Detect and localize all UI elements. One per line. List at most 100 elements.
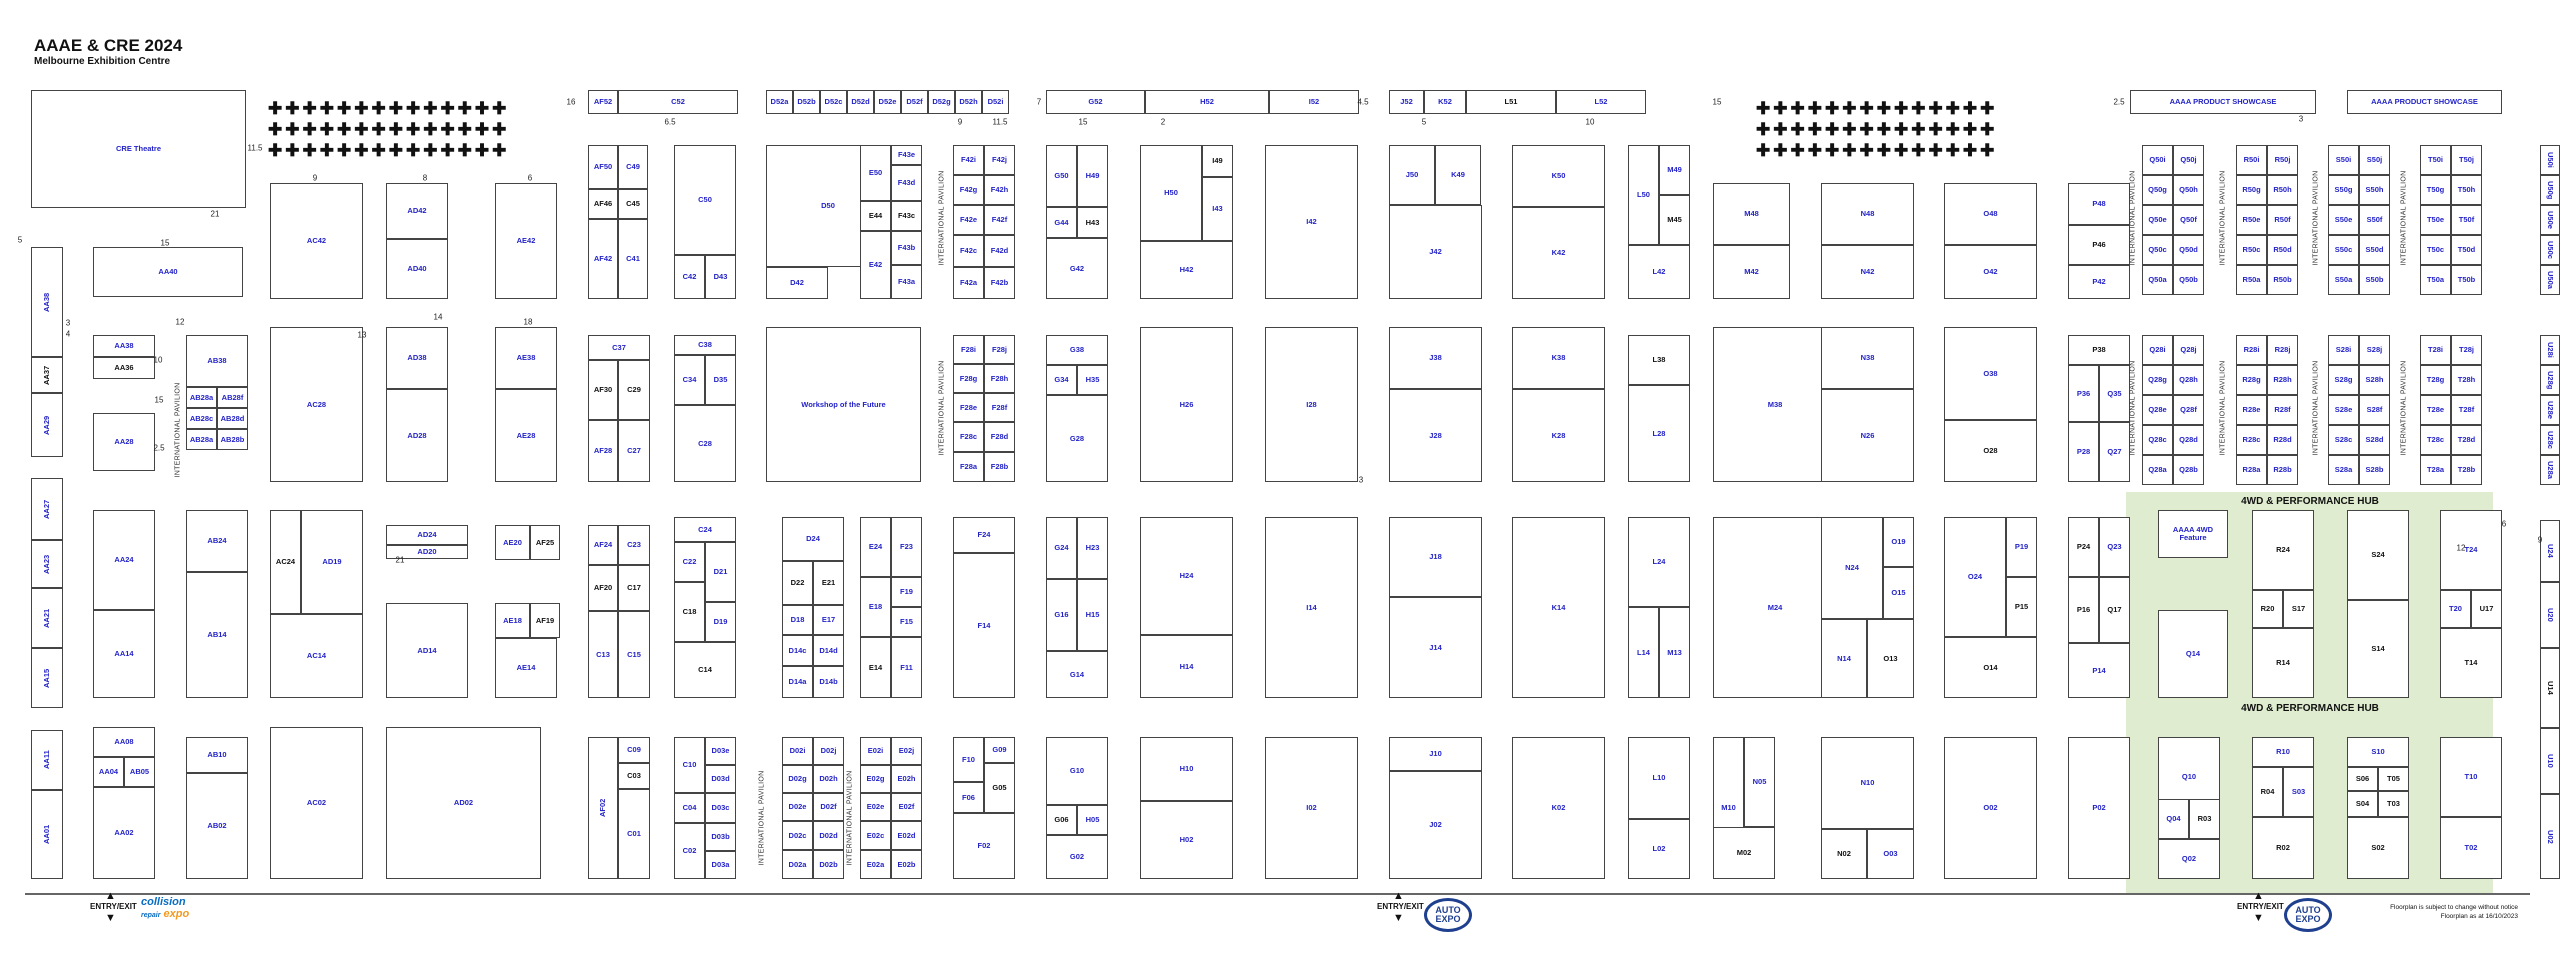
booth-n38[interactable]: N38 [1821, 327, 1914, 389]
booth-f11[interactable]: F11 [891, 637, 922, 698]
booth-aa11[interactable]: AA11 [31, 730, 63, 790]
booth-ab38[interactable]: AB38 [186, 335, 248, 387]
booth-f42j[interactable]: F42j [984, 145, 1015, 175]
booth-e02j[interactable]: E02j [891, 737, 922, 765]
booth-af46[interactable]: AF46 [588, 189, 618, 219]
booth-r03[interactable]: R03 [2189, 799, 2220, 839]
booth-ab28a[interactable]: AB28a [186, 429, 217, 450]
booth-aa36[interactable]: AA36 [93, 357, 155, 379]
booth-f42g[interactable]: F42g [953, 175, 984, 205]
booth-f02[interactable]: F02 [953, 813, 1015, 879]
booth-o48[interactable]: O48 [1944, 183, 2037, 245]
booth-q27[interactable]: Q27 [2099, 422, 2130, 482]
booth-j10[interactable]: J10 [1389, 737, 1482, 771]
booth-d22[interactable]: D22 [782, 561, 813, 605]
booth-aa27[interactable]: AA27 [31, 478, 63, 540]
booth-q28d[interactable]: Q28d [2173, 425, 2204, 455]
booth-c23[interactable]: C23 [618, 525, 650, 565]
booth-d52b[interactable]: D52b [793, 90, 820, 114]
entry-exit-label[interactable]: ENTRY/EXIT [90, 902, 137, 911]
booth-t28a[interactable]: T28a [2420, 455, 2451, 485]
booth-s06[interactable]: S06 [2347, 767, 2378, 791]
booth-t28j[interactable]: T28j [2451, 335, 2482, 365]
booth-o38[interactable]: O38 [1944, 327, 2037, 420]
booth-af30[interactable]: AF30 [588, 360, 618, 420]
booth-d03b[interactable]: D03b [705, 823, 736, 851]
booth-s24[interactable]: S24 [2347, 510, 2409, 600]
booth-d35[interactable]: D35 [705, 355, 736, 405]
booth-ab02[interactable]: AB02 [186, 773, 248, 879]
booth-g02[interactable]: G02 [1046, 835, 1108, 879]
booth-s50c[interactable]: S50c [2328, 235, 2359, 265]
booth-d52h[interactable]: D52h [955, 90, 982, 114]
booth-q50d[interactable]: Q50d [2173, 235, 2204, 265]
booth-k52[interactable]: K52 [1424, 90, 1466, 114]
booth-r50a[interactable]: R50a [2236, 265, 2267, 295]
booth-aaaa-4wd-feature[interactable]: AAAA 4WD Feature [2158, 510, 2228, 558]
booth-f28g[interactable]: F28g [953, 364, 984, 393]
booth-f43c[interactable]: F43c [891, 201, 922, 231]
booth-k38[interactable]: K38 [1512, 327, 1605, 389]
booth-r50h[interactable]: R50h [2267, 175, 2298, 205]
booth-ad40[interactable]: AD40 [386, 239, 448, 299]
booth-r28a[interactable]: R28a [2236, 455, 2267, 485]
booth-e02a[interactable]: E02a [860, 850, 891, 879]
booth-q28h[interactable]: Q28h [2173, 365, 2204, 395]
booth-t03[interactable]: T03 [2378, 791, 2409, 817]
booth-u28c[interactable]: U28c [2540, 425, 2560, 455]
booth-u50c[interactable]: U50c [2540, 235, 2560, 265]
booth-u50e[interactable]: U50e [2540, 205, 2560, 235]
booth-h05[interactable]: H05 [1077, 805, 1108, 835]
booth-t50c[interactable]: T50c [2420, 235, 2451, 265]
booth-ac14[interactable]: AC14 [270, 614, 363, 698]
booth-u28a[interactable]: U28a [2540, 455, 2560, 485]
booth-u28e[interactable]: U28e [2540, 395, 2560, 425]
booth-ad14[interactable]: AD14 [386, 603, 468, 698]
booth-g09[interactable]: G09 [984, 737, 1015, 763]
booth-ad28[interactable]: AD28 [386, 389, 448, 482]
entry-exit-label[interactable]: ENTRY/EXIT [2237, 902, 2284, 911]
booth-g38[interactable]: G38 [1046, 335, 1108, 365]
booth-r28e[interactable]: R28e [2236, 395, 2267, 425]
booth-n26[interactable]: N26 [1821, 389, 1914, 482]
booth-r28f[interactable]: R28f [2267, 395, 2298, 425]
booth-ac28[interactable]: AC28 [270, 327, 363, 482]
booth-c14[interactable]: C14 [674, 642, 736, 698]
booth-d52e[interactable]: D52e [874, 90, 901, 114]
booth-t50a[interactable]: T50a [2420, 265, 2451, 295]
booth-n05[interactable]: N05 [1744, 737, 1775, 827]
booth-d03d[interactable]: D03d [705, 765, 736, 793]
booth-p16[interactable]: P16 [2068, 577, 2099, 643]
booth-p28[interactable]: P28 [2068, 422, 2099, 482]
booth-aa04[interactable]: AA04 [93, 757, 124, 787]
booth-o13[interactable]: O13 [1867, 619, 1914, 698]
booth-d52g[interactable]: D52g [928, 90, 955, 114]
booth-f28e[interactable]: F28e [953, 393, 984, 422]
booth-c50[interactable]: C50 [674, 145, 736, 255]
booth-q28i[interactable]: Q28i [2142, 335, 2173, 365]
booth-aa37[interactable]: AA37 [31, 357, 63, 393]
booth-f43a[interactable]: F43a [891, 265, 922, 299]
booth-h42[interactable]: H42 [1140, 241, 1233, 299]
booth-f15[interactable]: F15 [891, 607, 922, 637]
booth-ae38[interactable]: AE38 [495, 327, 557, 389]
booth-u28g[interactable]: U28g [2540, 365, 2560, 395]
booth-t20[interactable]: T20 [2440, 590, 2471, 628]
booth-af28[interactable]: AF28 [588, 420, 618, 482]
booth-o28[interactable]: O28 [1944, 420, 2037, 482]
booth-s28i[interactable]: S28i [2328, 335, 2359, 365]
booth-f28a[interactable]: F28a [953, 452, 984, 482]
booth-s50i[interactable]: S50i [2328, 145, 2359, 175]
booth-t50d[interactable]: T50d [2451, 235, 2482, 265]
booth-f42i[interactable]: F42i [953, 145, 984, 175]
booth-m45[interactable]: M45 [1659, 195, 1690, 245]
booth-q02[interactable]: Q02 [2158, 839, 2220, 879]
booth-d14b[interactable]: D14b [813, 666, 844, 698]
booth-k28[interactable]: K28 [1512, 389, 1605, 482]
booth-i43[interactable]: I43 [1202, 177, 1233, 241]
booth-ae20[interactable]: AE20 [495, 525, 530, 560]
booth-c15[interactable]: C15 [618, 611, 650, 698]
booth-p24[interactable]: P24 [2068, 517, 2099, 577]
booth-t28c[interactable]: T28c [2420, 425, 2451, 455]
booth-e50[interactable]: E50 [860, 145, 891, 201]
